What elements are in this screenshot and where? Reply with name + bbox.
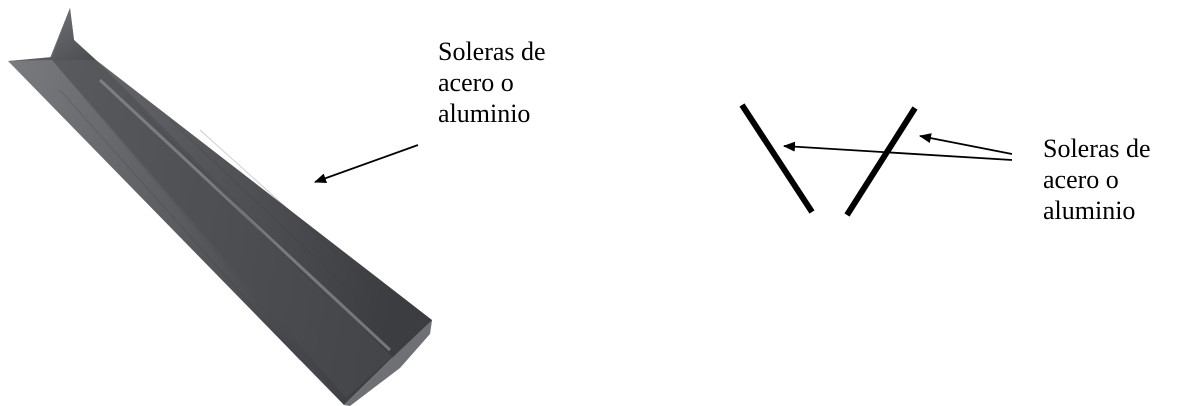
angle-bar-top-end (8, 8, 96, 61)
flat-bar-left (739, 103, 815, 214)
left-callout-line-1: Soleras de (438, 37, 546, 66)
right-pointer-arrow-upper (919, 133, 1013, 155)
flat-bar-right (844, 106, 918, 217)
right-callout-line-3: aluminio (1043, 196, 1136, 225)
right-callout-line-1: Soleras de (1043, 134, 1151, 163)
right-callout-label: Soleras de acero o aluminio (1043, 133, 1151, 226)
left-callout-line-3: aluminio (438, 99, 531, 128)
right-pointer-arrow-lower (783, 141, 1013, 161)
right-callout-line-2: acero o (1043, 165, 1119, 194)
angle-bar-left-flange (8, 58, 348, 405)
angle-bar-ridge (52, 60, 392, 398)
angle-bar-image (8, 8, 432, 406)
angle-bar-ridge-line (98, 78, 392, 352)
left-pointer-arrow (314, 144, 419, 183)
left-callout-line-2: acero o (438, 68, 514, 97)
angle-bar-bottom-end (344, 320, 432, 406)
left-callout-label: Soleras de acero o aluminio (438, 36, 546, 129)
angle-bar-texture (59, 89, 401, 361)
